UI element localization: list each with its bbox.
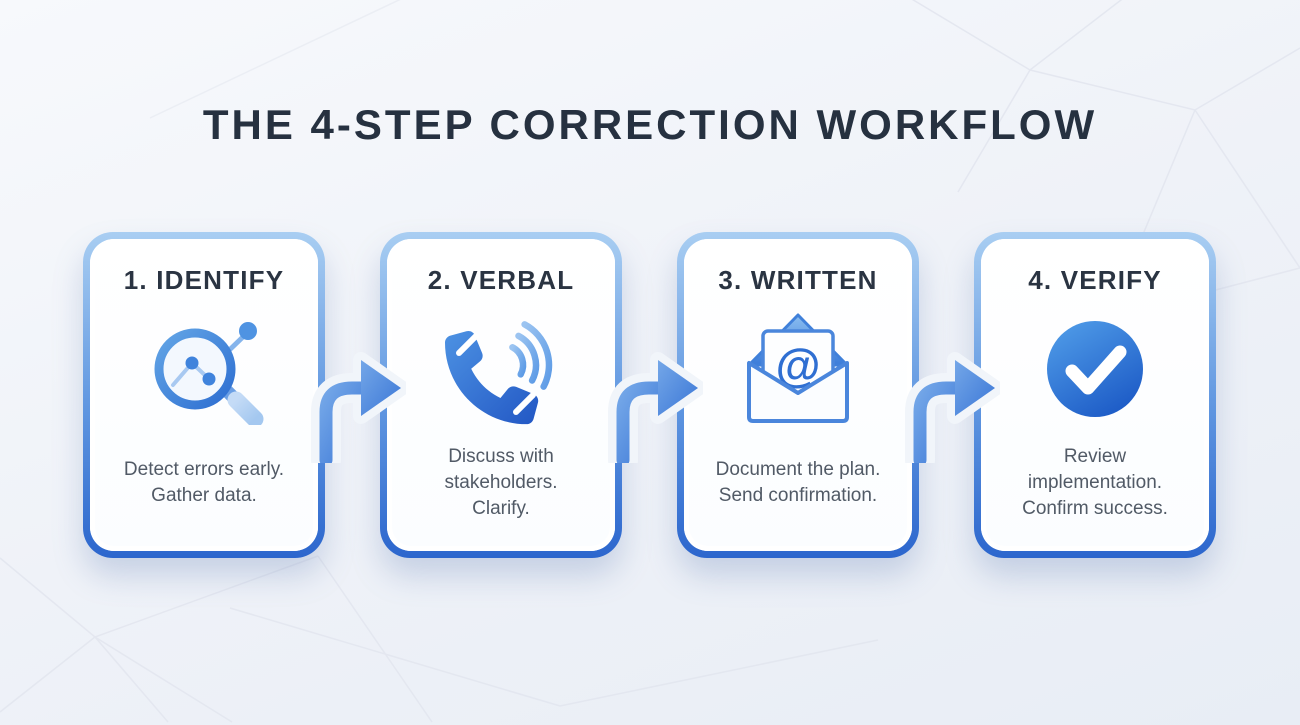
step-description: Detect errors early. Gather data. [123, 458, 285, 506]
step-description: Review implementation. Confirm success. [1022, 445, 1168, 519]
step-card-verify: 4. VERIFY Review implementation. Confirm… [974, 232, 1216, 558]
step-heading: 4. VERIFY [1028, 265, 1162, 295]
step-description: Discuss with stakeholders. Clarify. [444, 445, 558, 519]
step-card-written: 3. WRITTEN @ Document the plan. Send con… [677, 232, 919, 558]
arrow-right-icon [905, 352, 1000, 463]
step-card-verbal: 2. VERBAL [380, 232, 622, 558]
step-description: Document the plan. Send confirmation. [715, 458, 881, 506]
step-heading: 3. WRITTEN [718, 265, 878, 295]
step-heading: 2. VERBAL [427, 265, 575, 295]
magnifier-data-icon [154, 321, 264, 425]
arrow-right-icon [311, 352, 406, 463]
email-at-icon: @ [747, 313, 849, 423]
check-circle-icon [1047, 320, 1143, 417]
page-title: THE 4-STEP CORRECTION WORKFLOW [202, 101, 1098, 148]
step-heading: 1. IDENTIFY [123, 265, 285, 295]
arrow-right-icon [608, 352, 703, 463]
step-card-identify: 1. IDENTIFY [83, 232, 325, 558]
phone-icon [445, 320, 553, 424]
